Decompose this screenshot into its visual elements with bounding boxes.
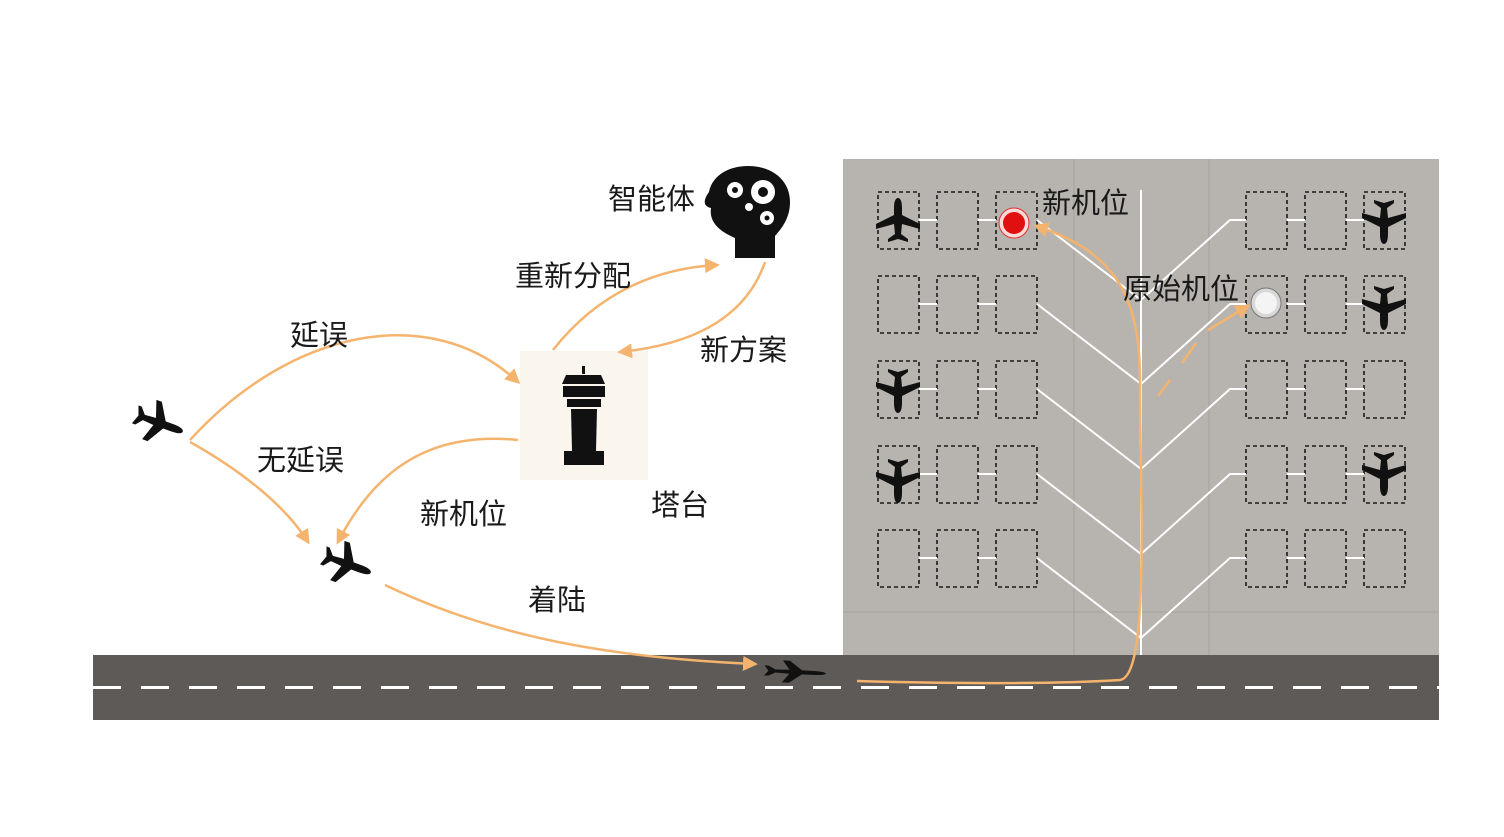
taxi-route-new-gate — [856, 222, 1143, 685]
red-circle-icon — [998, 207, 1030, 239]
runway-centerline — [93, 686, 1465, 689]
arrow-landing — [384, 583, 758, 671]
label-new-plan: 新方案 — [700, 333, 788, 367]
arrow-tower-to-plane — [336, 437, 519, 545]
label-new-gate-apron: 新机位 — [1042, 186, 1130, 220]
arrow-delay — [189, 334, 521, 441]
label-tower: 塔台 — [651, 488, 710, 522]
white-circle-icon — [1250, 287, 1282, 319]
arrow-new-plan — [617, 261, 767, 359]
label-landing: 着陆 — [528, 583, 587, 617]
taxiway-lines — [919, 190, 1364, 655]
label-original-gate: 原始机位 — [1123, 272, 1240, 306]
original-gate-route — [1157, 306, 1248, 397]
label-agent: 智能体 — [608, 182, 696, 216]
label-delay: 延误 — [290, 318, 349, 352]
arrow-no-delay — [189, 440, 310, 545]
flow-arrows — [189, 222, 1248, 685]
control-tower-icon — [562, 366, 605, 465]
label-reassign: 重新分配 — [515, 259, 632, 293]
label-no-delay: 无延误 — [257, 443, 345, 477]
brain-gears-head-icon — [704, 166, 790, 258]
label-new-gate-flow: 新机位 — [420, 497, 508, 531]
arrow-reassign — [552, 258, 720, 351]
